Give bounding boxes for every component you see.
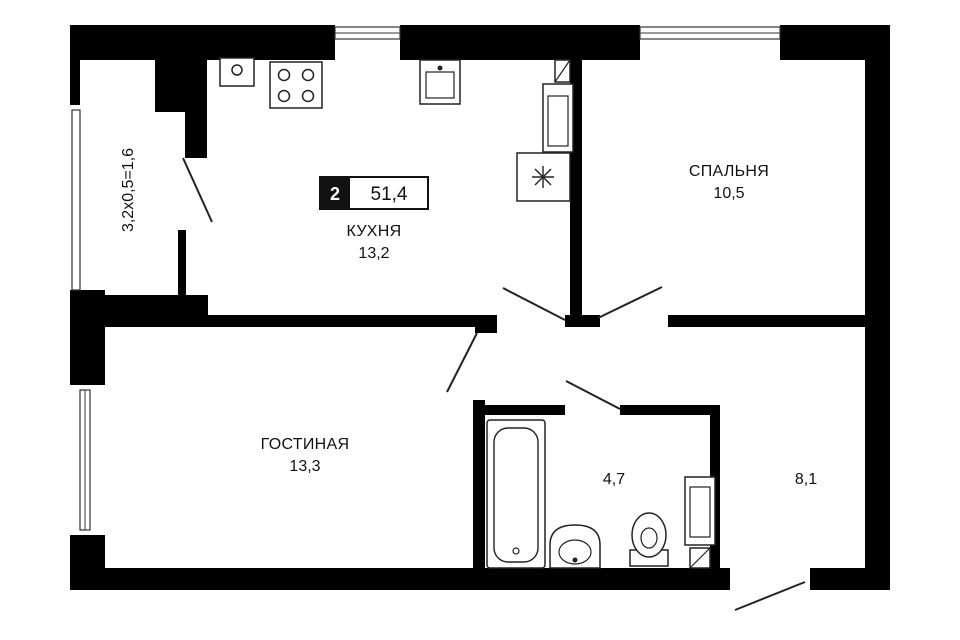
bedroom-name: СПАЛЬНЯ	[689, 163, 769, 180]
bedroom-area: 10,5	[713, 185, 744, 202]
stove-icon	[269, 61, 323, 109]
interior-walls	[80, 60, 865, 570]
living-name: ГОСТИНАЯ	[261, 436, 350, 453]
bathroom-fixtures	[486, 419, 716, 569]
windows	[71, 26, 781, 531]
kitchen-area: 13,2	[358, 245, 389, 262]
bathtub-icon	[486, 419, 546, 569]
outer-walls	[70, 25, 890, 590]
kitchen-name: КУХНЯ	[347, 223, 402, 240]
kitchen-fixtures	[219, 57, 574, 202]
rooms-count: 2	[330, 184, 340, 204]
toilet-icon	[631, 512, 667, 558]
bathroom-area: 4,7	[603, 471, 625, 488]
balcony-label: 3,2x0,5=1,6	[120, 148, 137, 232]
doors	[182, 157, 806, 611]
area-badge: 2 51,4	[319, 176, 429, 210]
hall-area: 8,1	[795, 471, 817, 488]
total-area: 51,4	[371, 184, 408, 205]
room-labels: 3,2x0,5=1,6 КУХНЯ 13,2 СПАЛЬНЯ 10,5 ГОСТ…	[120, 148, 817, 488]
washing-machine-icon	[219, 57, 255, 87]
living-area: 13,3	[289, 458, 320, 475]
washbasin-icon	[549, 524, 601, 569]
